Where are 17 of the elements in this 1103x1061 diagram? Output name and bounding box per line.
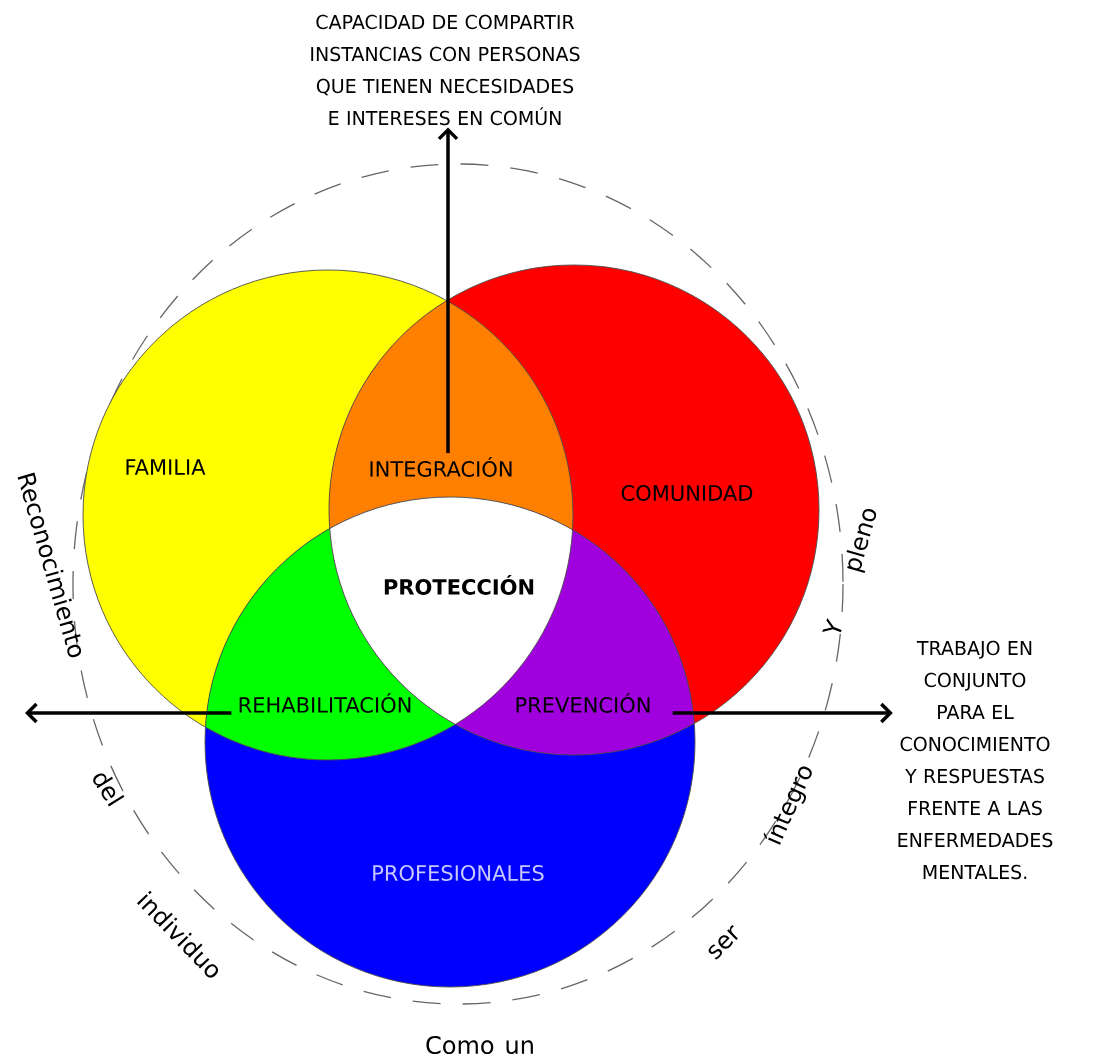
curved-phrase-word: ser — [708, 925, 738, 960]
region-label: PREVENCIÓN — [516, 693, 650, 713]
curved-phrase-word: Como un — [426, 1035, 533, 1055]
arrow — [25, 702, 232, 724]
arrow — [437, 127, 459, 453]
region-label: REHABILITACIÓN — [239, 693, 411, 713]
curved-phrase-word: pleno — [846, 508, 877, 574]
region-label: PROTECCIÓN — [384, 575, 534, 595]
region-label: FAMILIA — [126, 459, 206, 475]
description-text: TRABAJO EN CONJUNTO PARA EL CONOCIMIENTO Y RESPUESTAS FRENTE A LAS ENFERMEDADES MENTALES. — [898, 640, 1053, 880]
arrow — [672, 702, 893, 724]
region-label: PROFESIONALES — [373, 865, 544, 881]
region-label: INTEGRACIÓN — [370, 457, 512, 477]
description-text: CAPACIDAD DE COMPARTIR INSTANCIAS CON PERSONAS QUE TIENEN NECESIDADES E INTERESES EN COMÚN — [311, 14, 580, 126]
curved-phrase-word: Y — [822, 618, 842, 633]
region-label: COMUNIDAD — [621, 485, 753, 501]
curved-phrase-word: del — [93, 773, 125, 807]
